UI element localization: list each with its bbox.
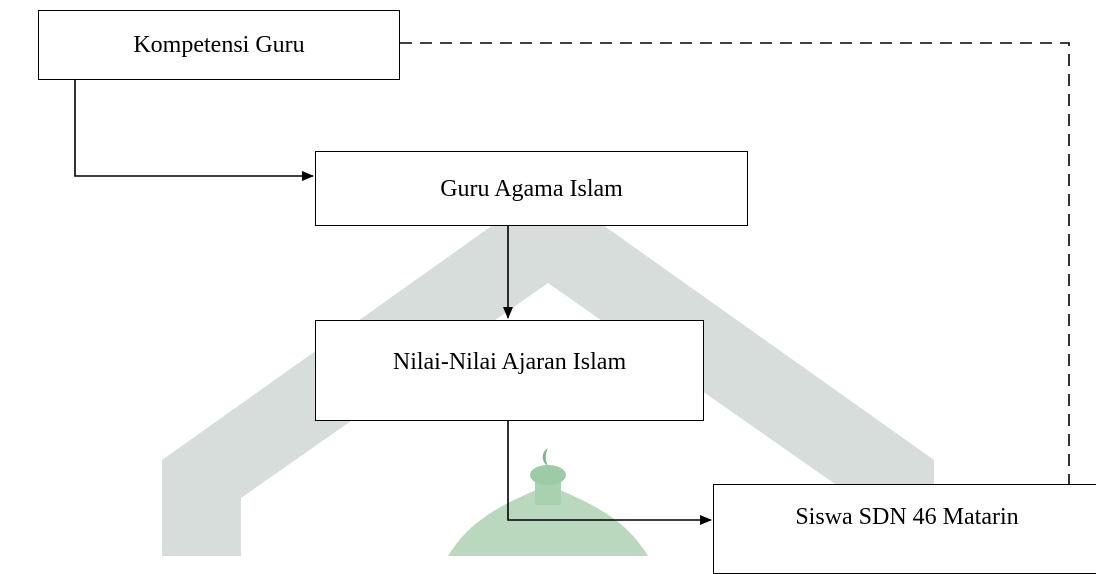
connector-kompetensi-to-guru-agama [74,80,314,181]
connector-kompetensi-to-siswa-dashed [400,42,1070,484]
node-kompetensi-guru: Kompetensi Guru [38,10,400,80]
node-label: Nilai-Nilai Ajaran Islam [392,349,627,375]
node-siswa-sdn: Siswa SDN 46 Matarin [713,484,1096,574]
watermark-minaret-top [530,465,566,485]
flow-diagram-canvas [74,42,1070,556]
node-nilai-nilai-ajaran-islam: Nilai-Nilai Ajaran Islam [315,320,704,421]
node-label: Kompetensi Guru [133,32,305,58]
connectors [74,42,1070,525]
connector-nilai-to-siswa [507,421,712,525]
node-label: Guru Agama Islam [440,175,623,202]
node-label: Siswa SDN 46 Matarin [795,504,1019,530]
node-guru-agama-islam: Guru Agama Islam [315,151,748,226]
watermark-crescent-icon [542,448,548,466]
